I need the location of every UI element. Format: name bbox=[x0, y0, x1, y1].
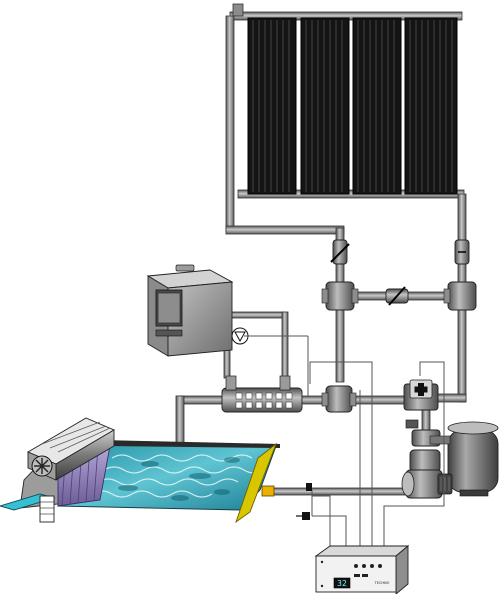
solar-panel bbox=[247, 17, 297, 195]
flow-meter-right bbox=[454, 239, 470, 265]
temperature-sensor bbox=[306, 483, 312, 491]
three-way-valve-left bbox=[321, 281, 359, 311]
control-wiring bbox=[244, 335, 445, 548]
flow-meter-left bbox=[330, 239, 350, 265]
solar-collector-array bbox=[229, 3, 465, 199]
heat-exchanger bbox=[221, 375, 303, 413]
multiport-valve bbox=[405, 419, 451, 447]
air-vent-valve bbox=[232, 3, 244, 17]
pool-edge-skimmer-wall bbox=[235, 442, 277, 524]
controller-brand-label: TECHNO bbox=[374, 581, 390, 585]
pool-steps bbox=[0, 493, 56, 523]
solar-controller: 32 TECHNO bbox=[314, 545, 410, 594]
shutoff-valve-middle bbox=[385, 286, 409, 306]
controller-display bbox=[333, 577, 351, 589]
three-way-valve-right bbox=[443, 281, 477, 311]
boiler-heater bbox=[146, 264, 234, 357]
plus-icon bbox=[414, 383, 428, 396]
controller-buttons bbox=[320, 560, 382, 588]
tee-fitting bbox=[321, 385, 357, 413]
solar-panel bbox=[352, 17, 402, 195]
controller-display-value: 32 bbox=[337, 579, 347, 588]
boiler-flue bbox=[175, 264, 195, 272]
solar-panel bbox=[300, 17, 350, 195]
motorized-diverter-valve bbox=[403, 379, 439, 411]
roller-motor-fan-icon bbox=[31, 455, 53, 477]
pool-roller-cover bbox=[27, 417, 115, 507]
pool-inlet-fitting bbox=[261, 485, 275, 497]
solar-panel bbox=[404, 17, 458, 195]
sand-filter-tank bbox=[447, 421, 499, 497]
filtration-pump bbox=[401, 449, 453, 499]
pool-temperature-probe bbox=[296, 512, 310, 520]
